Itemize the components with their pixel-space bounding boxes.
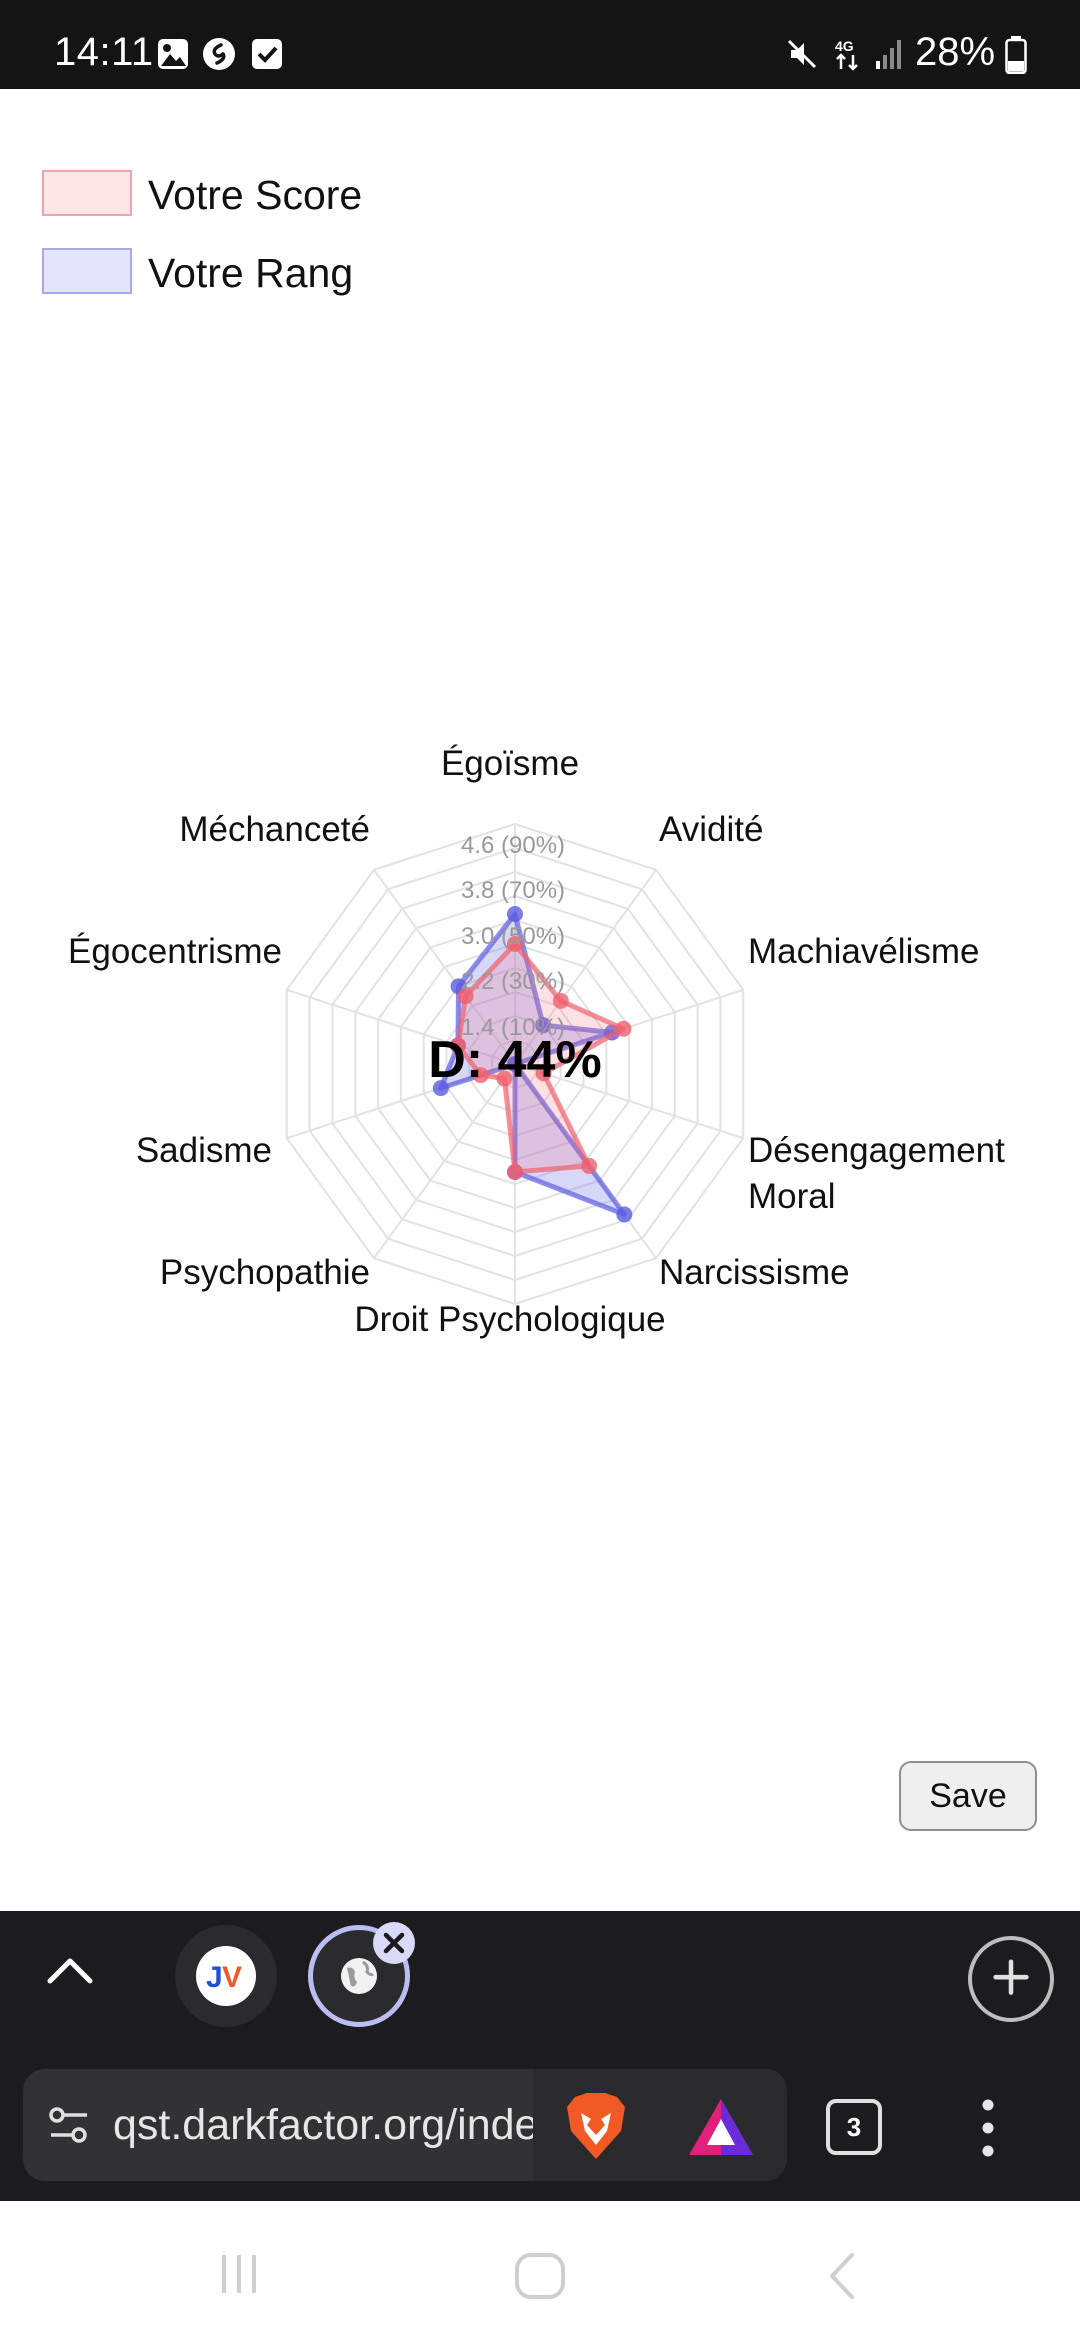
tab-count-button[interactable]: 3	[826, 2099, 882, 2155]
url-bar[interactable]: qst.darkfactor.org/index	[23, 2069, 787, 2181]
legend-label-rank: Votre Rang	[148, 250, 354, 296]
data-point[interactable]	[507, 1164, 523, 1180]
axis-label-sadisme: Sadisme	[136, 1131, 272, 1170]
shazam-icon	[203, 38, 235, 70]
data-point[interactable]	[472, 1067, 489, 1084]
battery-icon	[1005, 36, 1027, 74]
axis-label-machiavelisme: Machiavélisme	[748, 932, 979, 971]
grid-spoke	[286, 988, 516, 1065]
tick-label: 1.4 (10%)	[461, 1014, 565, 1041]
axis-label-egocentrisme: Égocentrisme	[68, 932, 282, 971]
svg-text:V: V	[222, 1961, 242, 1994]
back-icon[interactable]	[822, 2251, 862, 2301]
data-point[interactable]	[457, 988, 474, 1005]
new-tab-button[interactable]	[968, 1936, 1054, 2022]
axis-label-narcissisme: Narcissisme	[659, 1253, 850, 1292]
axis-label-droit-psychologique: Droit Psychologique	[354, 1300, 665, 1339]
axis-label-psychopathie: Psychopathie	[160, 1253, 370, 1292]
tab-current[interactable]	[308, 1925, 410, 2027]
data-point[interactable]	[581, 1157, 598, 1174]
status-bar: 14:11 4G 28%	[0, 0, 1080, 89]
home-icon[interactable]	[513, 2251, 567, 2301]
url-text[interactable]: qst.darkfactor.org/index	[113, 2101, 553, 2149]
chevron-up-icon[interactable]	[40, 1941, 100, 2001]
mute-icon	[787, 39, 817, 69]
jv-favicon-icon: J V	[196, 1946, 256, 2006]
tick-label: 3.8 (70%)	[461, 877, 565, 904]
data-point[interactable]	[507, 936, 523, 952]
data-point[interactable]	[552, 992, 569, 1009]
axis-label-avidite: Avidité	[659, 810, 763, 849]
tick-label: 4.6 (90%)	[461, 832, 565, 859]
data-point[interactable]	[496, 1070, 513, 1087]
axis-label-desengagement-moral: Désengagement Moral	[748, 1131, 1015, 1216]
tick-label: 2.2 (30%)	[461, 968, 565, 995]
legend-swatch-rank	[42, 248, 132, 294]
grid-spoke	[373, 869, 516, 1065]
status-time: 14:11	[54, 30, 154, 74]
4g-icon: 4G	[835, 38, 858, 71]
tab-jv[interactable]: J V	[175, 1925, 277, 2027]
grid-spoke	[373, 1063, 516, 1259]
close-icon[interactable]	[373, 1922, 415, 1964]
data-point[interactable]	[432, 1080, 449, 1097]
data-point[interactable]	[449, 1037, 466, 1054]
data-point[interactable]	[535, 1017, 552, 1034]
site-settings-icon[interactable]	[47, 2103, 91, 2147]
legend-swatch-score	[42, 170, 132, 216]
axis-label-mechancete: Méchanceté	[179, 810, 370, 849]
radar-series	[432, 906, 633, 1223]
globe-icon	[341, 1958, 377, 1994]
svg-text:J: J	[206, 1961, 223, 1994]
checkbox-icon	[252, 39, 282, 69]
image-icon	[158, 39, 188, 69]
brave-rewards-icon[interactable]	[687, 2097, 755, 2157]
data-point[interactable]	[616, 1206, 633, 1223]
data-point[interactable]	[615, 1020, 632, 1037]
radar-center-label: D: 44%	[428, 1031, 601, 1089]
radar-ticks: 1.4 (10%) 2.2 (30%) 3.0 (50%) 3.8 (70%) …	[461, 832, 565, 1041]
axis-label-egoisme: Égoïsme	[441, 744, 579, 783]
signal-icon	[876, 40, 901, 69]
data-point[interactable]	[535, 1065, 552, 1082]
system-nav-bar	[0, 2201, 1080, 2340]
radar-chart: 1.4 (10%) 2.2 (30%) 3.0 (50%) 3.8 (70%) …	[68, 744, 1015, 1339]
grid-spoke	[514, 1063, 744, 1140]
data-point[interactable]	[507, 1056, 523, 1072]
more-menu-icon[interactable]	[966, 2095, 1010, 2161]
legend-label-score: Votre Score	[148, 172, 363, 218]
battery-percent: 28%	[915, 30, 996, 74]
brave-shields-icon[interactable]	[563, 2091, 629, 2161]
axis-labels: Égoïsme Avidité Machiavélisme Désengagem…	[68, 744, 1015, 1339]
save-button[interactable]: Save	[899, 1761, 1037, 1831]
tick-label: 3.0 (50%)	[461, 923, 565, 950]
svg-text:4G: 4G	[835, 38, 854, 54]
data-point[interactable]	[507, 906, 523, 922]
recent-apps-icon[interactable]	[216, 2251, 262, 2297]
